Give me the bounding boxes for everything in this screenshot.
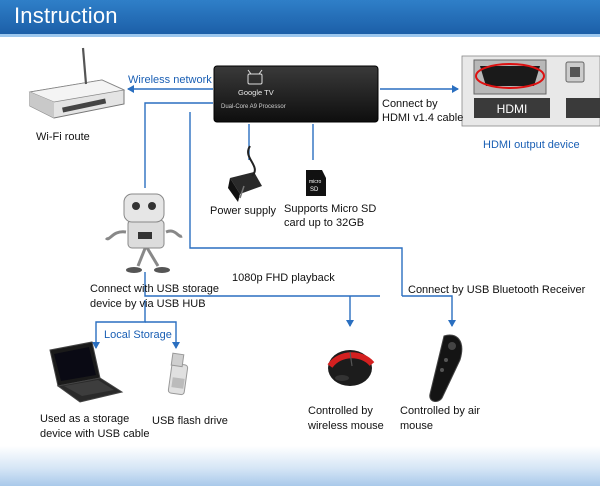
hdmi-connect-label-2: HDMI v1.4 cable bbox=[382, 112, 464, 124]
wireless-mouse-icon bbox=[327, 350, 375, 386]
fhd-playback-label: 1080p FHD playback bbox=[232, 272, 335, 284]
usb-hub-label-2: device by via USB HUB bbox=[90, 298, 206, 310]
power-supply-label: Power supply bbox=[210, 205, 277, 217]
svg-text:SD: SD bbox=[310, 187, 319, 193]
air-arrow bbox=[402, 295, 456, 327]
laptop-label-1: Used as a storage bbox=[40, 413, 130, 425]
wifi-router-icon bbox=[28, 47, 126, 119]
usb-hub-label-1: Connect with USB storage bbox=[90, 283, 220, 295]
flash-drive-label: USB flash drive bbox=[152, 415, 228, 427]
local-storage-label: Local Storage bbox=[104, 329, 172, 341]
usb-hub-robot-icon bbox=[104, 193, 183, 273]
header-divider bbox=[0, 34, 600, 37]
micro-sd-label-1: Supports Micro SD bbox=[284, 203, 377, 215]
flash-arrow bbox=[145, 321, 180, 349]
air-mouse-label-1: Controlled by air bbox=[400, 405, 481, 417]
micro-sd-icon: micro SD bbox=[306, 170, 326, 196]
footer-band bbox=[0, 446, 600, 486]
hdmi-connect-label-1: Connect by bbox=[382, 98, 438, 110]
laptop-label-2: device with USB cable bbox=[40, 428, 150, 440]
header-bar: Instruction bbox=[0, 0, 600, 34]
wireless-network-label: Wireless network bbox=[128, 74, 212, 86]
bt-line bbox=[189, 112, 403, 296]
laptop-icon bbox=[49, 341, 124, 403]
device-brand: Google TV bbox=[238, 88, 274, 97]
power-supply-icon bbox=[228, 145, 262, 202]
air-mouse-label-2: mouse bbox=[400, 420, 434, 432]
connection-lines bbox=[92, 85, 459, 349]
fhd-line bbox=[144, 272, 380, 297]
mouse-label-1: Controlled by bbox=[308, 405, 373, 417]
svg-text:micro: micro bbox=[309, 179, 321, 185]
usb-flash-drive-icon bbox=[167, 352, 189, 396]
google-tv-device-icon: Google TV Dual-Core A9 Processor bbox=[213, 65, 379, 123]
hdmi-output-label: HDMI output device bbox=[483, 139, 580, 151]
wifi-route-label: Wi-Fi route bbox=[36, 131, 90, 143]
device-processor: Dual-Core A9 Processor bbox=[221, 104, 286, 110]
bluetooth-label: Connect by USB Bluetooth Receiver bbox=[408, 284, 586, 296]
laptop-arrow bbox=[92, 300, 146, 349]
micro-sd-label-2: card up to 32GB bbox=[284, 217, 365, 229]
air-mouse-icon bbox=[429, 334, 463, 402]
mouse-label-2: wireless mouse bbox=[308, 420, 384, 432]
hub-line bbox=[144, 102, 213, 188]
hdmi-port-label: HDMI bbox=[497, 102, 528, 116]
page-title: Instruction bbox=[14, 3, 118, 28]
hdmi-port-icon: HDMI bbox=[461, 55, 600, 127]
